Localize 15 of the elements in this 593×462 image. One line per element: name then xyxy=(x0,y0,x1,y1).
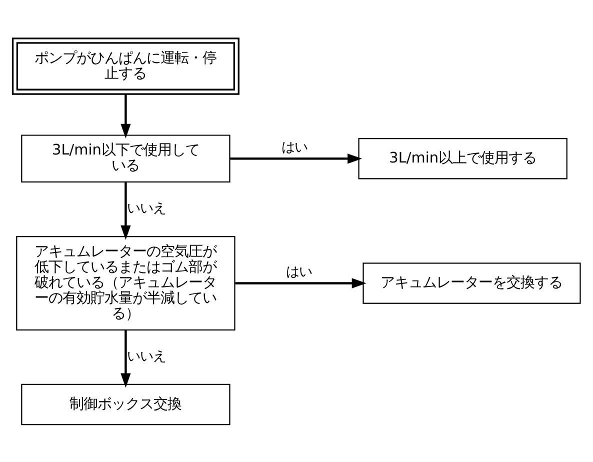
node-box: ポンプがひんぱんに運転・停止する xyxy=(12,37,240,94)
edge-label: いいえ xyxy=(126,200,166,216)
arrow xyxy=(120,330,131,388)
node-box: 制御ボックス交換 xyxy=(21,383,230,425)
edge-label: はい xyxy=(286,264,312,279)
edge-label: いいえ xyxy=(126,348,166,364)
edge-label: はい xyxy=(281,139,308,154)
arrow xyxy=(235,278,366,288)
arrow xyxy=(120,94,131,138)
arrow xyxy=(120,182,131,240)
node-box: アキュムレーターの空気圧が低下しているまたはゴム部が破れている（アキュムレーターの有効貯水量が半減している） xyxy=(16,235,236,330)
node-box: 3L/min以下で使用している xyxy=(21,134,230,182)
node-box: アキュムレーターを交換する xyxy=(362,262,581,304)
node-box: 3L/min以上で使用する xyxy=(358,138,568,179)
arrow xyxy=(230,153,362,164)
